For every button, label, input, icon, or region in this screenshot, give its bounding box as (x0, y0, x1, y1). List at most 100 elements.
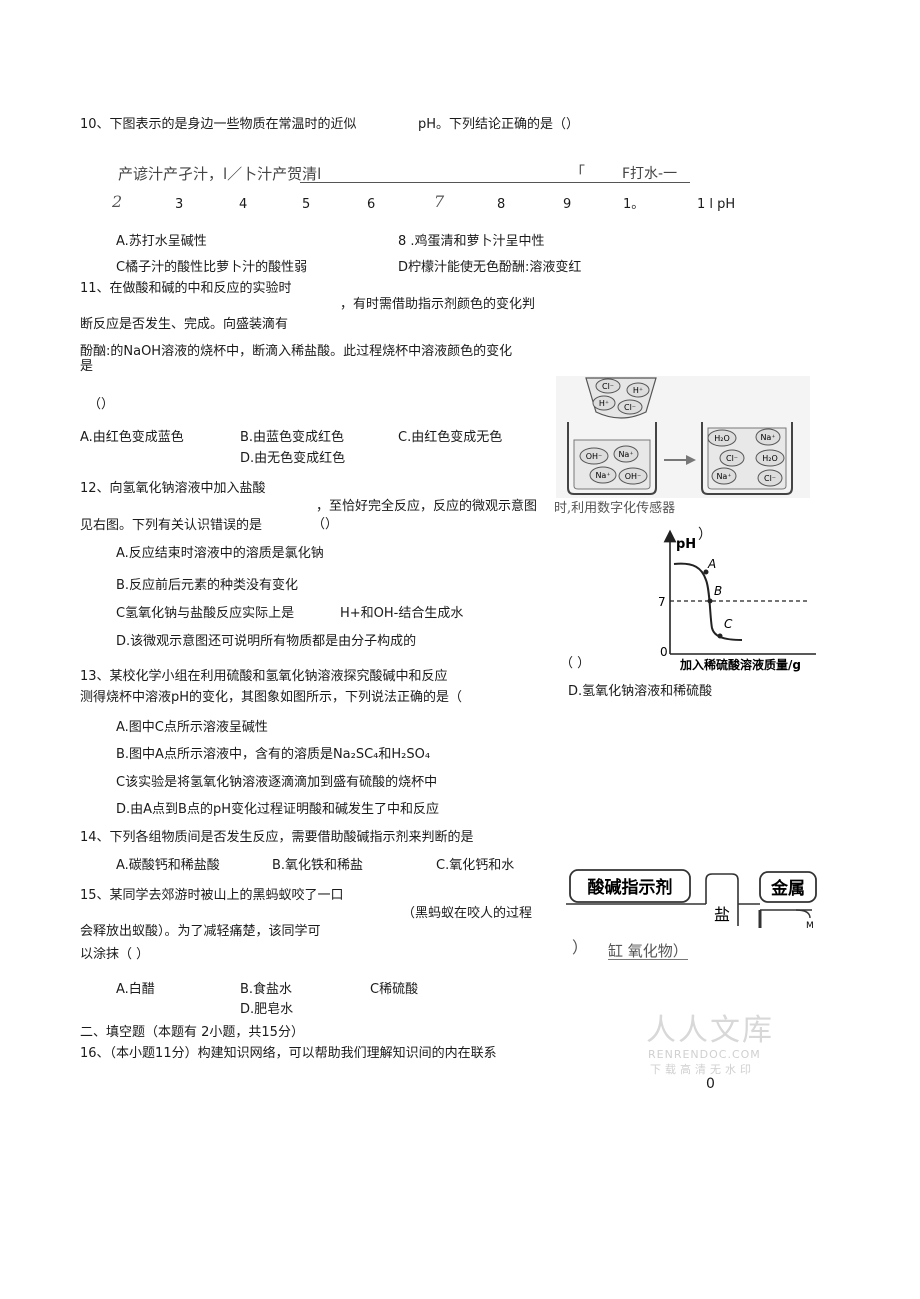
point-b (707, 598, 713, 604)
q10-option-b: 8 .鸡蛋清和萝卜汁呈中性 (398, 234, 545, 249)
q10-option-d: D柠檬汁能使无色酚酬:溶液变红 (398, 260, 582, 275)
ion-label: Cl⁻ (602, 382, 614, 391)
ph-scale-right: F打水-一 (622, 166, 678, 182)
q11-option-a: A.由红色变成蓝色 (80, 430, 184, 445)
q15-option-b: B.食盐水 (240, 982, 293, 997)
q12-option-c2: H+和OH-结合生成水 (340, 606, 464, 621)
q16-stem: 16、（本小题11分）构建知识网络，可以帮助我们理解知识间的内在联系 (80, 1046, 497, 1061)
y-axis-label: pH (676, 537, 696, 552)
ph-number: 3 (175, 197, 184, 212)
point-a (703, 569, 709, 575)
q15-line3: 以涂抹（ ） (80, 947, 150, 962)
q14-option-b: B.氧化铁和稀盐 (272, 858, 364, 873)
indicator-box (569, 869, 691, 903)
q10-option-a: A.苏打水呈碱性 (116, 234, 207, 249)
q13-overlap-text: 时,利用数字化传感器 (554, 501, 676, 516)
q14-stem: 14、下列各组物质间是否发生反应，需要借助酸碱指示剂来判断的是 (80, 830, 474, 845)
q10-stem: 10、下图表示的是身边一些物质在常温时的近似 (80, 117, 357, 132)
ion-label: Cl⁻ (726, 454, 738, 463)
q13-option-b: B.图中A点所示溶液中，含有的溶质是Na₂SC₄和H₂SO₄ (116, 747, 431, 762)
q10-stem-ph: pH。下列结论正确的是（） (418, 117, 580, 132)
ph-scale-labels: 产谚汁产孑汁，l／卜汁产贺清l (118, 165, 322, 183)
point-c (717, 633, 723, 639)
q12-line1: 12、向氢氧化钠溶液中加入盐酸 (80, 481, 266, 496)
knowledge-network-diagram: 酸碱指示剂 盐 金属 M (566, 869, 817, 931)
salt-box-label: 盐 (714, 905, 730, 924)
x-axis-label: 加入稀硫酸溶液质量/g (679, 657, 801, 672)
ion-label: Cl⁻ (624, 403, 636, 412)
oxide-label: 缸 氧化物） (608, 942, 688, 960)
page-number: 0 (706, 1076, 715, 1092)
q13-line1: 13、某校化学小组在利用硫酸和氢氧化钠溶液探究酸碱中和反应 (80, 669, 448, 684)
molecule-label: H₂O (714, 434, 730, 443)
q15-option-c: C稀硫酸 (370, 982, 419, 997)
reaction-micro-diagram: Cl⁻ H⁺ H⁺ Cl⁻ OH⁻ Na⁺ Na⁺ OH⁻ H₂O Na⁺ Cl… (556, 376, 810, 498)
watermark-title: 人人文库 (646, 1013, 774, 1048)
q12-line1b: ，至恰好完全反应，反应的微观示意图 (316, 499, 538, 514)
q11-option-c: C.由红色变成无色 (398, 430, 503, 445)
watermark-slogan: 下载高清无水印 (650, 1063, 755, 1076)
left-beaker (567, 422, 657, 495)
q12-option-b: B.反应前后元素的种类没有变化 (116, 578, 299, 593)
q13-line2: 测得烧杯中溶液pH的变化，其图象如图所示，下列说法正确的是（ (80, 690, 463, 705)
q12-option-c1: C氢氧化钠与盐酸反应实际上是 (116, 606, 295, 621)
q13-right-paren: ） (698, 527, 712, 543)
ph-number: 6 (367, 197, 376, 212)
ion-label: H⁺ (599, 399, 609, 408)
ph-number: 1。 (623, 197, 645, 212)
salt-box (705, 873, 739, 926)
q13-option-d: D.由A点到B点的pH变化过程证明酸和碱发生了中和反应 (116, 802, 439, 817)
right-beaker (701, 422, 793, 495)
q13-graph-paren: （ ） (560, 656, 591, 671)
y-tick-7: 7 (658, 595, 666, 609)
molecule-label: H₂O (762, 454, 778, 463)
q11-line2: 断反应是否发生、完成。向盛装滴有 (80, 317, 289, 332)
q11-line4: 是 (80, 359, 94, 374)
q13-option-a: A.图中C点所示溶液呈碱性 (116, 720, 268, 735)
q14-option-a: A.碳酸钙和稀盐酸 (116, 858, 220, 873)
watermark-site: RENRENDOC.COM (648, 1048, 761, 1061)
ph-number: 5 (302, 197, 311, 212)
ion-label: Na⁺ (716, 472, 731, 481)
q15-line2: 会释放出蚁酸）。为了减轻痛楚，该同学可 (80, 924, 321, 939)
q15-option-d: D.肥皂水 (240, 1002, 294, 1017)
point-b-label: B (714, 584, 722, 598)
ph-scale-line (300, 182, 690, 183)
ph-number: 1 l pH (697, 197, 736, 212)
q15-line1b: （黑蚂蚁在咬人的过程 (402, 906, 533, 921)
ph-scale-bracket: 「 (570, 163, 586, 181)
indicator-box-label: 酸碱指示剂 (588, 877, 673, 898)
ph-number: 4 (239, 197, 248, 212)
ion-label: OH⁻ (625, 472, 642, 481)
metal-box (759, 871, 817, 903)
q11-option-d: D.由无色变成红色 (240, 451, 346, 466)
q15-line1: 15、某同学去郊游时被山上的黑蚂蚁咬了一口 (80, 888, 344, 903)
network-paren: ） (572, 938, 589, 957)
q13-extra-option-d: D.氢氧化钠溶液和稀硫酸 (568, 684, 713, 699)
q11-line3: 酚酗:的NaOH溶液的烧杯中，断滴入稀盐酸。此过程烧杯中溶液颜色的变化 (80, 344, 513, 359)
origin-label: 0 (660, 645, 668, 659)
ion-label: OH⁻ (586, 452, 603, 461)
point-a-label: A (707, 557, 716, 571)
ph-number: 9 (563, 197, 572, 212)
point-c-label: C (724, 617, 733, 631)
q11-line1b: ，有时需借助指示剂颜色的变化判 (340, 297, 536, 312)
ph-number: 8 (497, 197, 506, 212)
q12-option-d: D.该微观示意图还可说明所有物质都是由分子构成的 (116, 634, 417, 649)
ph-titration-graph: pH 7 0 A B C 加入稀硫酸溶液质量/g (658, 529, 816, 672)
network-mark: M (806, 921, 814, 931)
q11-option-b: B.由蓝色变成红色 (240, 430, 345, 445)
ion-label: Na⁺ (595, 471, 610, 480)
q12-line2: 见右图。下列有关认识错误的是 (80, 518, 263, 533)
ion-label: Na⁺ (760, 433, 775, 442)
q10-option-c: C橘子汁的酸性比萝卜汁的酸性弱 (116, 260, 308, 275)
q12-paren: （） (312, 517, 339, 532)
metal-box-label: 金属 (770, 878, 805, 899)
q13-option-c: C该实验是将氢氧化钠溶液逐滴滴加到盛有硫酸的烧杯中 (116, 775, 438, 790)
q12-option-a: A.反应结束时溶液中的溶质是氯化钠 (116, 546, 324, 561)
q11-paren: （） (88, 397, 115, 412)
q14-option-c: C.氧化钙和水 (436, 858, 515, 873)
ph-number: 2 (112, 192, 123, 211)
q11-line1: 11、在做酸和碱的中和反应的实验时 (80, 281, 292, 296)
ion-label: Cl⁻ (764, 474, 776, 483)
